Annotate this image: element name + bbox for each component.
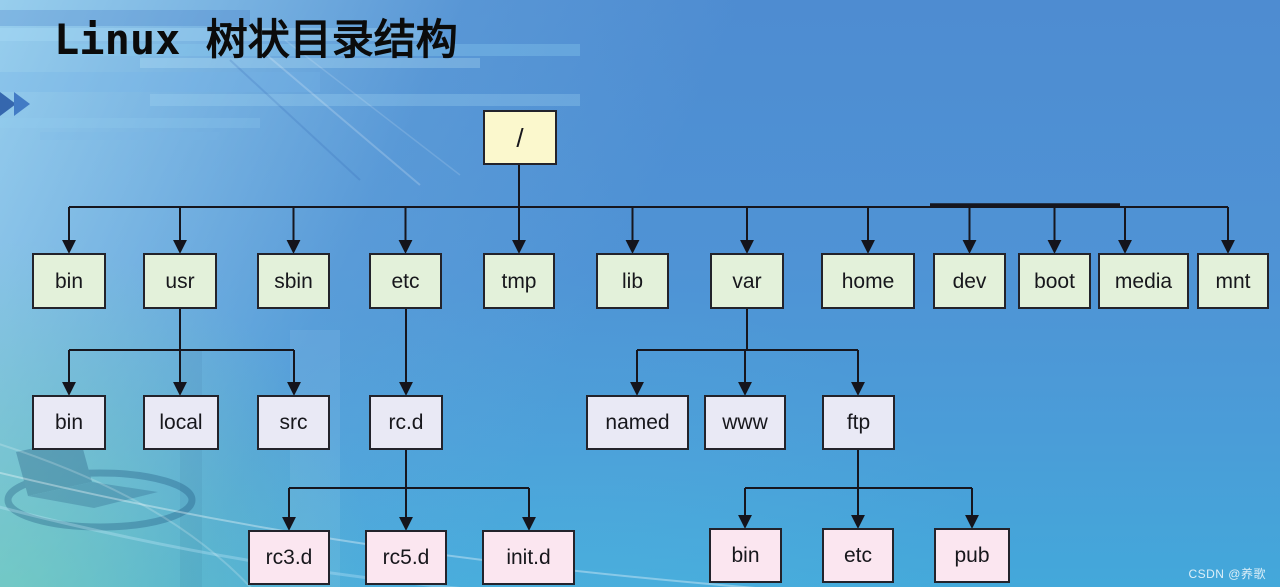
page-title: Linux 树状目录结构 — [54, 15, 458, 64]
dir-node-var-www: www — [704, 395, 786, 450]
dir-node-rc3d: rc3.d — [248, 530, 330, 585]
dir-node-var-named: named — [586, 395, 689, 450]
dir-node-home: home — [821, 253, 915, 309]
dir-node-ftp-etc: etc — [822, 528, 894, 583]
dir-node-usr-bin: bin — [32, 395, 106, 450]
laptop-graphic — [4, 438, 196, 531]
dir-node-lib: lib — [596, 253, 669, 309]
dir-node-tmp: tmp — [483, 253, 555, 309]
dir-node-usr-local: local — [143, 395, 219, 450]
dir-node-var-ftp: ftp — [822, 395, 895, 450]
connector-lines — [62, 165, 1235, 531]
dir-node-mnt: mnt — [1197, 253, 1269, 309]
dir-node-boot: boot — [1018, 253, 1091, 309]
dir-node-usr: usr — [143, 253, 217, 309]
tech-streaks — [0, 10, 580, 587]
dir-node-initd: init.d — [482, 530, 575, 585]
dir-node-bin: bin — [32, 253, 106, 309]
dir-node-etc-rcd: rc.d — [369, 395, 443, 450]
dir-node-sbin: sbin — [257, 253, 330, 309]
dir-node-ftp-pub: pub — [934, 528, 1010, 583]
watermark: CSDN @养歌 — [1188, 567, 1266, 581]
dir-node-ftp-bin: bin — [709, 528, 782, 583]
dir-node-root: / — [483, 110, 557, 165]
dir-node-var: var — [710, 253, 784, 309]
dir-node-media: media — [1098, 253, 1189, 309]
double-chevron-icon — [0, 92, 30, 116]
dir-node-dev: dev — [933, 253, 1006, 309]
dir-node-usr-src: src — [257, 395, 330, 450]
dir-node-etc: etc — [369, 253, 442, 309]
dir-node-rc5d: rc5.d — [365, 530, 447, 585]
